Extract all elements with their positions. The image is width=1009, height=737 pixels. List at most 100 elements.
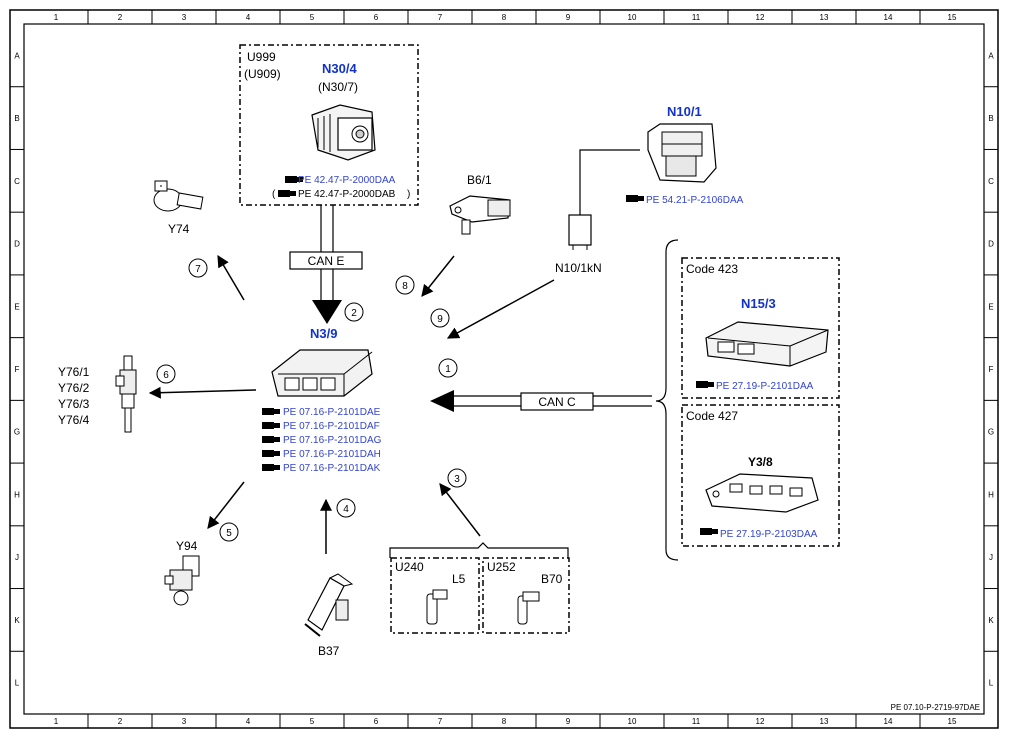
option-code-u999: U999 — [247, 50, 276, 64]
grid-column-label: 5 — [310, 717, 315, 726]
grid-row-label: H — [988, 490, 994, 499]
callout-8: 8 — [402, 281, 408, 292]
ref-icon — [696, 381, 714, 388]
grid-row-label: J — [989, 553, 993, 562]
u252-box — [482, 557, 570, 634]
sam-module-icon — [647, 123, 717, 183]
ref-icon — [285, 176, 303, 183]
grid-column-label: 14 — [884, 717, 893, 726]
n10-1-label: N10/1 — [667, 104, 702, 119]
n30-4-label: N30/4 — [322, 61, 357, 76]
grid-row-label: L — [15, 679, 20, 688]
u240-label: U240 — [395, 560, 424, 574]
y76-3-label: Y76/3 — [58, 397, 90, 411]
grid-row-label: G — [988, 428, 994, 437]
y94-valve-icon — [164, 555, 200, 606]
b70-sensor-icon — [517, 591, 540, 625]
grid-row-label: D — [14, 240, 20, 249]
inner-frame — [23, 23, 985, 715]
grid-row-label: C — [988, 177, 994, 186]
arrow-5 — [207, 481, 245, 529]
valve-body-icon — [705, 473, 819, 513]
y74-label: Y74 — [168, 222, 190, 236]
callout-5: 5 — [226, 528, 232, 539]
ref-n3-9-f: PE 07.16-P-2101DAF — [283, 421, 380, 432]
n3-9-label: N3/9 — [310, 326, 337, 341]
grid-column-label: 15 — [948, 717, 957, 726]
can-e-box — [289, 251, 363, 270]
ref-icon — [700, 528, 718, 535]
grid-column-label: 6 — [374, 717, 379, 726]
y76-2-label: Y76/2 — [58, 381, 90, 395]
grid-column-label: 5 — [310, 13, 315, 22]
grid-column-label: 13 — [820, 13, 829, 22]
n10-1kn-label: N10/1kN — [555, 261, 602, 275]
can-c-box — [520, 392, 594, 411]
grid-column-label: 8 — [502, 717, 507, 726]
b70-label: B70 — [541, 572, 563, 586]
grid-column-label: 4 — [246, 13, 251, 22]
grid-row-label: B — [988, 114, 993, 123]
y3-8-label: Y3/8 — [748, 455, 773, 469]
grid-column-label: 2 — [118, 13, 123, 22]
b6-1-label: B6/1 — [467, 173, 492, 187]
grid-row-label: F — [15, 365, 20, 374]
grid-row-label: E — [14, 302, 19, 311]
grid-column-label: 13 — [820, 717, 829, 726]
callout-7: 7 — [195, 264, 201, 275]
ref-icon — [626, 195, 644, 202]
code-427-label: Code 427 — [686, 409, 738, 423]
callout-1: 1 — [445, 364, 451, 375]
grid-row-label: E — [988, 302, 993, 311]
grid-column-label: 10 — [628, 13, 637, 22]
callout-2: 2 — [351, 308, 357, 319]
tcu-module-icon — [705, 321, 829, 367]
callout-9: 9 — [437, 314, 443, 325]
can-e-label: CAN E — [308, 254, 345, 268]
grid-row-label: A — [14, 51, 20, 60]
ref-n3-9-h: PE 07.16-P-2101DAH — [283, 449, 381, 460]
y76-1-label: Y76/1 — [58, 365, 90, 379]
grid-labels: 1122334455667788991010111112121313141415… — [14, 13, 994, 726]
grid-row-label: D — [988, 240, 994, 249]
grid-row-label: J — [15, 553, 19, 562]
arrow-8 — [421, 255, 455, 297]
y74-valve-icon — [153, 180, 204, 212]
can-e-arrowhead — [312, 300, 342, 324]
grid-column-label: 3 — [182, 13, 187, 22]
can-c-label: CAN C — [538, 395, 576, 409]
ref-n3-9-k: PE 07.16-P-2101DAK — [283, 463, 381, 474]
grid-column-label: 1 — [54, 13, 59, 22]
grid-column-label: 11 — [692, 13, 701, 22]
b37-label: B37 — [318, 644, 340, 658]
ecu-icon — [271, 349, 373, 397]
grid-row-label: K — [14, 616, 20, 625]
callout-6: 6 — [163, 370, 169, 381]
u252-label: U252 — [487, 560, 516, 574]
grid-column-label: 8 — [502, 13, 507, 22]
grid-column-label: 12 — [756, 13, 765, 22]
code-423-box — [681, 257, 840, 399]
can-c-arrowhead — [430, 390, 454, 412]
ref-y3-8: PE 27.19-P-2103DAA — [720, 529, 818, 540]
ref-icons-n3-9 — [262, 408, 280, 471]
code-427-box — [681, 404, 840, 547]
ref-paren-open: ( — [272, 189, 276, 200]
ref-icon — [278, 190, 296, 197]
ref-paren-close: ) — [407, 189, 410, 200]
abs-unit-icon — [311, 104, 376, 161]
ref-n10-1: PE 54.21-P-2106DAA — [646, 195, 744, 206]
grid-row-label: K — [988, 616, 994, 625]
ref-n30-4-b: PE 42.47-P-2000DAB — [298, 189, 396, 200]
callout-3: 3 — [454, 474, 460, 485]
ref-n15-3: PE 27.19-P-2101DAA — [716, 381, 814, 392]
grid-column-label: 2 — [118, 717, 123, 726]
callout-4: 4 — [343, 504, 349, 515]
l5-label: L5 — [452, 572, 466, 586]
grid-column-label: 7 — [438, 13, 443, 22]
grid-column-label: 3 — [182, 717, 187, 726]
arrow-6 — [148, 386, 257, 399]
grid-column-label: 11 — [692, 717, 701, 726]
sensor-group-bracket — [389, 542, 569, 558]
